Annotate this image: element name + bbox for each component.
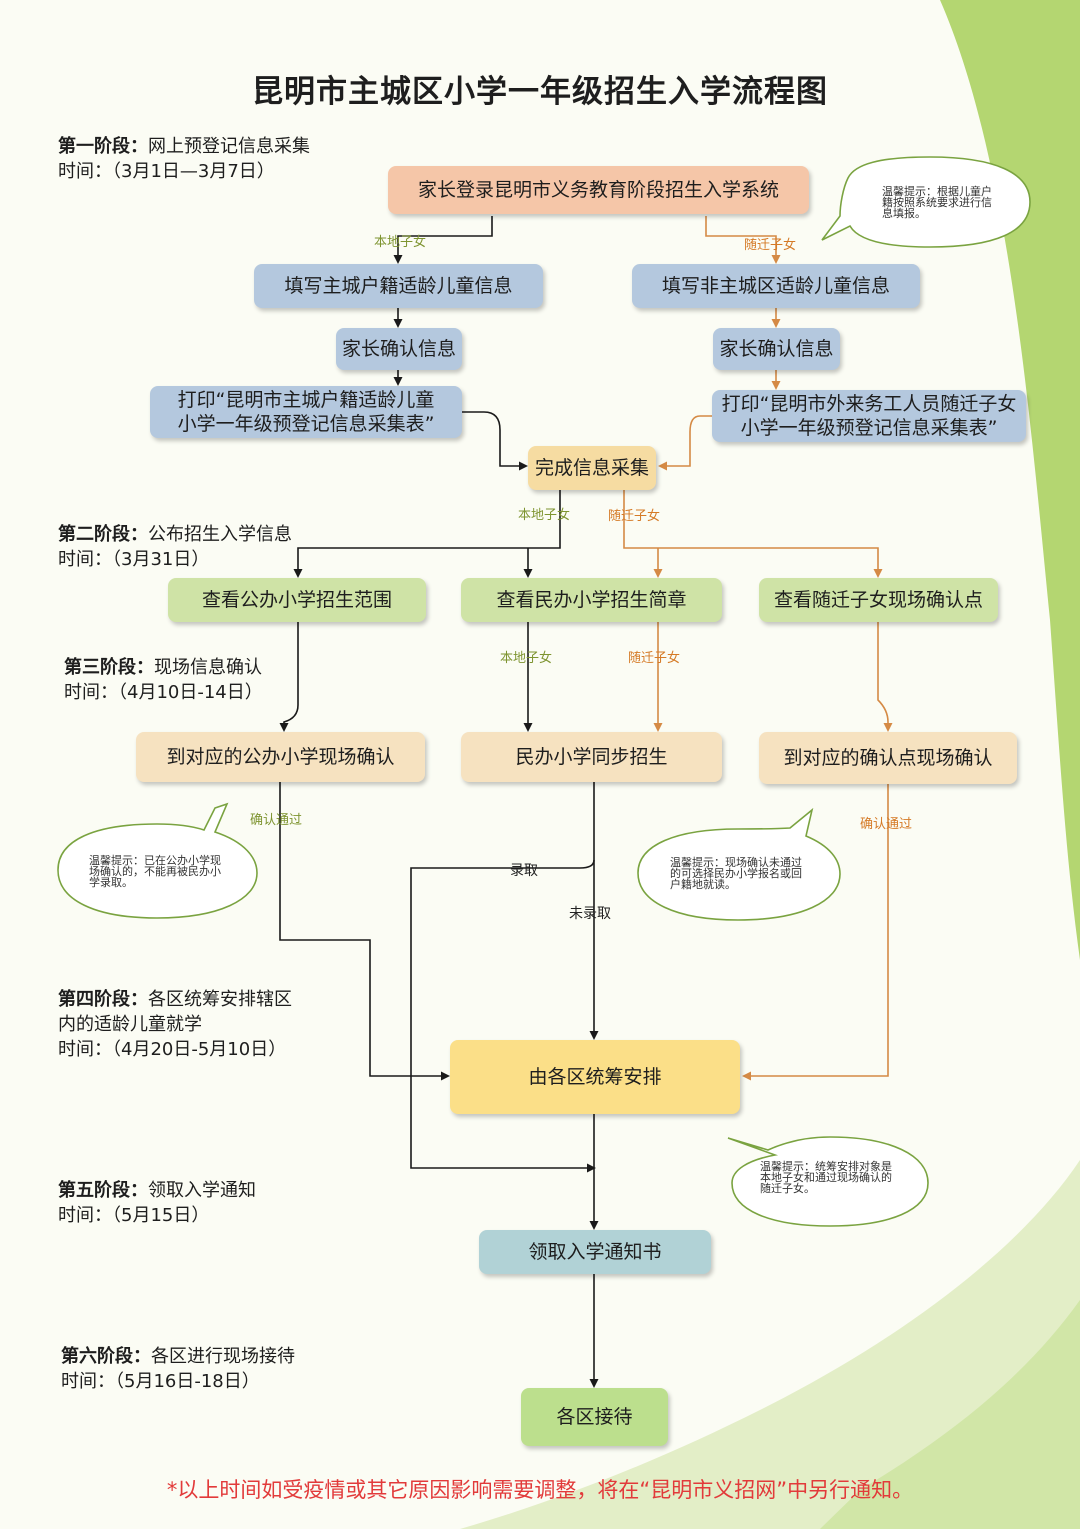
- tip-text-1: 温馨提示：根据儿童户籍按照系统要求进行信息填报。: [882, 185, 992, 220]
- print-migrant-form-box: 打印“昆明市外来务工人员随迁子女 小学一年级预登记信息采集表”: [712, 390, 1026, 442]
- admission-notice-box: 领取入学通知书: [479, 1230, 711, 1274]
- confirm-local-info-box: 家长确认信息: [336, 328, 462, 370]
- page-title: 昆明市主城区小学一年级招生入学流程图: [252, 74, 828, 110]
- label-local-2: 本地子女: [518, 508, 571, 523]
- stage-4-time: 时间：（4月20日-5月10日）: [58, 1039, 287, 1060]
- stage-1-label: 第一阶段：: [58, 136, 148, 157]
- tip-text-4: 温馨提示：统筹安排对象是本地子女和通过现场确认的随迁子女。: [760, 1160, 892, 1195]
- label-local-1: 本地子女: [374, 235, 427, 250]
- stage-2: 第二阶段：公布招生入学信息 时间：（3月31日）: [58, 522, 292, 572]
- edge-print-collect-migrant: [658, 415, 712, 471]
- collection-complete-box: 完成信息采集: [528, 446, 656, 490]
- fill-migrant-info-box: 填写非主城区适龄儿童信息: [632, 264, 920, 308]
- edge-collect-migrant: [623, 490, 883, 578]
- label-confirm-pass-point: 确认通过: [860, 817, 913, 832]
- label-local-3: 本地子女: [500, 651, 553, 666]
- confirm-point-onsite-box: 到对应的确认点现场确认: [759, 732, 1017, 784]
- private-school-brochure-box: 查看民办小学招生简章: [461, 578, 722, 622]
- stage-6-time: 时间：（5月16日-18日）: [61, 1371, 260, 1392]
- stage-3: 第三阶段：现场信息确认 时间：（4月10日-14日）: [64, 655, 263, 705]
- edge-point-pass: [742, 784, 889, 1081]
- label-migrant-2: 随迁子女: [608, 509, 661, 524]
- edge-private-admitted: [410, 859, 596, 1173]
- stage-5: 第五阶段：领取入学通知 时间：（5月15日）: [58, 1178, 256, 1228]
- login-system-box: 家长登录昆明市义务教育阶段招生入学系统: [388, 166, 809, 214]
- label-migrant-1: 随迁子女: [744, 238, 797, 253]
- edge-points-confirm: [877, 622, 893, 732]
- private-school-enroll-box: 民办小学同步招生: [461, 732, 722, 782]
- stage-5-time: 时间：（5月15日）: [58, 1205, 210, 1226]
- print-local-form-box: 打印“昆明市主城户籍适龄儿童 小学一年级预登记信息采集表”: [150, 386, 462, 438]
- print-local-line-2: 小学一年级预登记信息采集表”: [177, 413, 435, 435]
- stage-1-desc: 网上预登记信息采集: [148, 136, 310, 157]
- tip-bubble-3: [637, 807, 841, 921]
- print-migrant-line-2: 小学一年级预登记信息采集表”: [740, 417, 998, 439]
- edge-collect-local: [293, 490, 561, 578]
- stage-3-time: 时间：（4月10日-14日）: [64, 682, 263, 703]
- stage-6: 第六阶段：各区进行现场接待 时间：（5月16日-18日）: [61, 1344, 295, 1394]
- stage-4-label: 第四阶段：: [58, 989, 148, 1010]
- public-school-confirm-box: 到对应的公办小学现场确认: [136, 732, 425, 782]
- stage-5-label: 第五阶段：: [58, 1180, 148, 1201]
- tip-text-2: 温馨提示：已在公办小学现场确认的，不能再被民办小学录取。: [89, 854, 221, 889]
- public-school-range-box: 查看公办小学招生范围: [168, 578, 426, 622]
- label-not-admitted: 未录取: [569, 906, 611, 922]
- stage-3-desc: 现场信息确认: [154, 657, 262, 678]
- stage-2-time: 时间：（3月31日）: [58, 549, 210, 570]
- print-local-line-1: 打印“昆明市主城户籍适龄儿童: [177, 389, 435, 411]
- stage-6-desc: 各区进行现场接待: [151, 1346, 295, 1367]
- confirm-migrant-info-box: 家长确认信息: [713, 328, 840, 370]
- stage-4: 第四阶段：各区统筹安排辖区 内的适龄儿童就学 时间：（4月20日-5月10日）: [58, 987, 292, 1062]
- label-confirm-pass-public: 确认通过: [250, 813, 303, 828]
- label-migrant-3: 随迁子女: [628, 651, 681, 666]
- stage-4-desc: 各区统筹安排辖区: [148, 989, 292, 1010]
- tip-bubble-4: [727, 1136, 929, 1227]
- stage-1-time: 时间：（3月1日—3月7日）: [58, 161, 275, 182]
- tip-text-3: 温馨提示：现场确认未通过的可选择民办小学报名或回户籍地就读。: [670, 856, 802, 891]
- fill-local-info-box: 填写主城户籍适龄儿童信息: [254, 264, 543, 308]
- print-migrant-line-1: 打印“昆明市外来务工人员随迁子女: [721, 393, 1017, 415]
- stage-1: 第一阶段：网上预登记信息采集 时间：（3月1日—3月7日）: [58, 134, 310, 184]
- stage-2-desc: 公布招生入学信息: [148, 524, 292, 545]
- edge-login-local: [393, 216, 493, 264]
- migrant-confirm-points-box: 查看随迁子女现场确认点: [759, 578, 998, 622]
- tip-bubble-2: [57, 802, 258, 919]
- label-admitted: 录取: [510, 863, 538, 879]
- edge-login-migrant: [705, 216, 781, 264]
- footnote: *以上时间如受疫情或其它原因影响需要调整，将在“昆明市义招网”中另行通知。: [166, 1478, 914, 1502]
- edge-range-public-confirm: [279, 622, 299, 732]
- stage-6-label: 第六阶段：: [61, 1346, 151, 1367]
- edge-print-collect-local: [462, 411, 528, 471]
- stage-4-desc2: 内的适龄儿童就学: [58, 1014, 202, 1035]
- stage-5-desc: 领取入学通知: [148, 1180, 256, 1201]
- district-reception-box: 各区接待: [521, 1388, 668, 1446]
- stage-2-label: 第二阶段：: [58, 524, 148, 545]
- tip-bubble-1: [821, 156, 1031, 248]
- district-arrangement-box: 由各区统筹安排: [450, 1040, 740, 1114]
- edge-public-pass: [279, 782, 450, 1081]
- stage-3-label: 第三阶段：: [64, 657, 154, 678]
